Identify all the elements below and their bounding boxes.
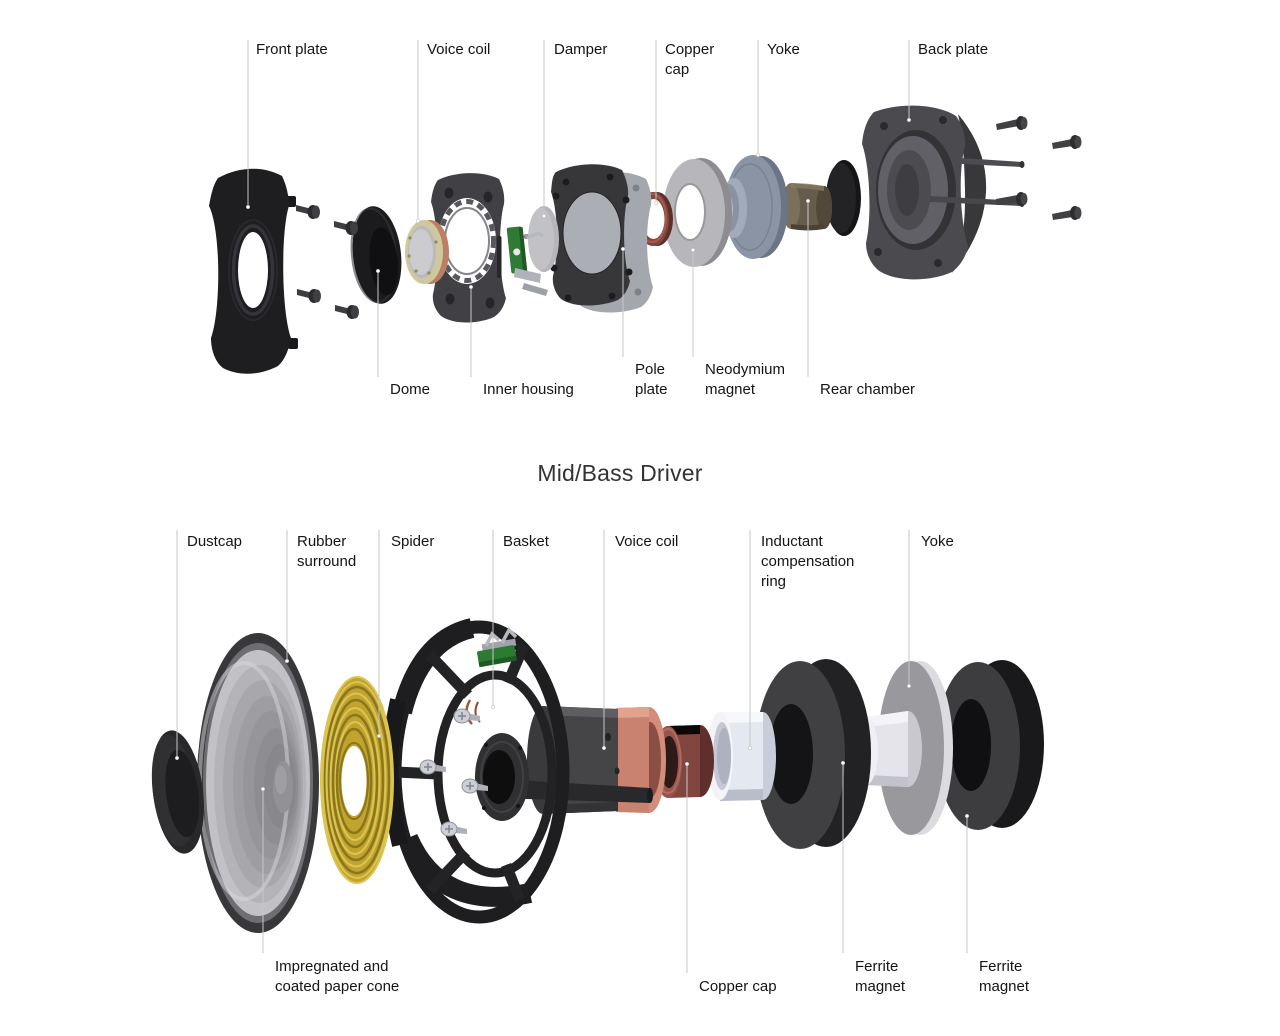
label-ferrite-magnet-1: Ferrite magnet — [855, 958, 906, 995]
front-plate-graphic — [209, 168, 298, 374]
damper-dome-graphic — [523, 206, 559, 272]
ferrite-magnet-1-graphic — [755, 659, 871, 849]
label-back-plate: Back plate — [918, 41, 989, 58]
label-neodymium-magnet: Neodymium magnet — [705, 361, 786, 398]
dome-graphic — [350, 206, 402, 304]
voice-coil-graphic — [405, 220, 449, 284]
label-copper-cap: Copper cap — [665, 41, 715, 78]
label-ferrite-magnet-2: Ferrite magnet — [979, 958, 1030, 995]
terminal-pcb-graphic — [506, 226, 548, 296]
label-front-plate: Front plate — [256, 41, 328, 58]
basket-graphic — [382, 618, 653, 924]
label-voice-coil-woofer: Voice coil — [615, 533, 679, 550]
front-screws-graphic — [296, 205, 359, 319]
woofer-diagram — [151, 618, 1044, 933]
dustcap-graphic — [151, 730, 204, 854]
label-inductant-ring: Inductant compensation ring — [761, 533, 855, 590]
label-voice-coil: Voice coil — [427, 41, 491, 58]
section-title: Mid/Bass Driver — [537, 460, 703, 486]
label-paper-cone: Impregnated and coated paper cone — [275, 958, 400, 995]
label-copper-cap-woofer: Copper cap — [699, 978, 777, 995]
label-rubber-surround: Rubber surround — [297, 533, 357, 570]
label-damper: Damper — [554, 41, 608, 58]
neodymium-magnet-graphic — [663, 158, 732, 267]
back-plate-graphic — [862, 105, 1025, 280]
back-screws-graphic — [996, 116, 1082, 220]
label-yoke: Yoke — [767, 41, 800, 58]
spider-graphic — [320, 676, 394, 884]
cone-graphic — [197, 633, 319, 933]
damping-disc-graphic — [826, 160, 861, 236]
inductance-ring-graphic — [707, 712, 776, 801]
label-dustcap: Dustcap — [187, 533, 243, 550]
ferrite-magnet-2-graphic — [936, 660, 1044, 830]
damper-plate-graphic — [550, 164, 633, 306]
rear-chamber-graphic — [782, 183, 832, 231]
label-rear-chamber: Rear chamber — [820, 381, 916, 398]
basket-screws-graphic — [419, 708, 488, 837]
leader-lines — [174, 40, 970, 973]
label-inner-housing: Inner housing — [483, 381, 574, 398]
label-spider: Spider — [391, 533, 435, 550]
inner-housing-graphic — [431, 173, 506, 323]
label-pole-plate: Pole plate — [635, 361, 668, 398]
label-yoke-woofer: Yoke — [921, 533, 954, 550]
label-basket: Basket — [503, 533, 549, 550]
tweeter-diagram — [209, 105, 1082, 374]
label-dome: Dome — [390, 381, 431, 398]
